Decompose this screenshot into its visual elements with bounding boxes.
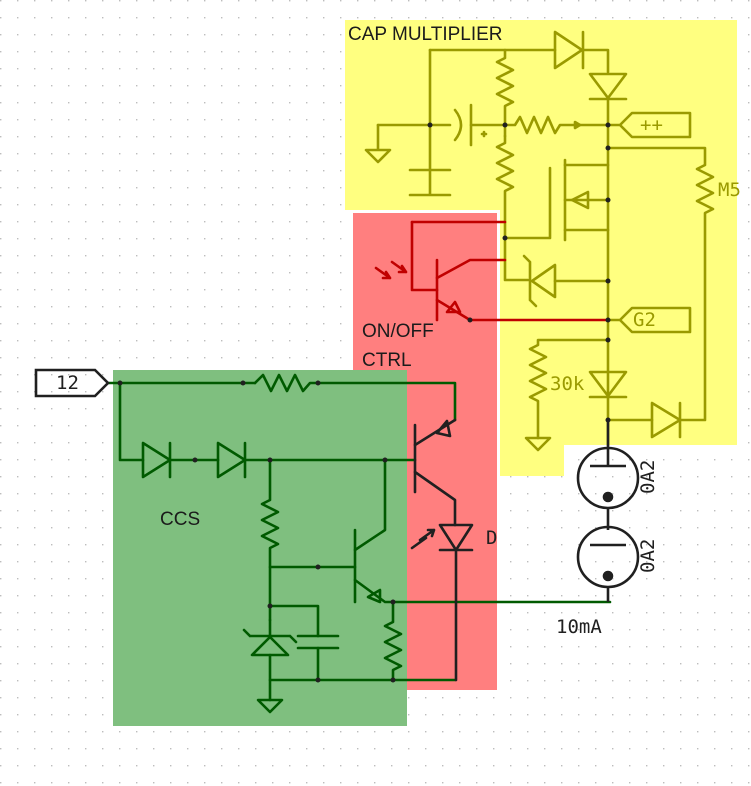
cap-multiplier-label: CAP MULTIPLIER xyxy=(348,24,503,45)
g2-port-label: G2 xyxy=(633,309,656,331)
plus-plus-port-label: ++ xyxy=(640,114,663,136)
cap-multiplier-region-lower xyxy=(500,205,737,445)
diode-d-label: D xyxy=(486,527,498,549)
voltage-regulator-tubes xyxy=(576,420,640,602)
tube2-label: 0A2 xyxy=(637,538,659,573)
tube1-label: 0A2 xyxy=(637,459,659,494)
input-port-label: 12 xyxy=(56,372,79,394)
cap-multiplier-region xyxy=(345,20,737,210)
ccs-region xyxy=(113,370,407,726)
ccs-label: CCS xyxy=(160,509,201,530)
junction-dots xyxy=(117,122,611,683)
m5-label: M5 xyxy=(718,179,741,201)
pass-transistor xyxy=(410,418,474,682)
on-off-ctrl-circuit xyxy=(374,220,610,322)
r30k-label: 30k xyxy=(550,373,585,395)
cap-multiplier-region-tab xyxy=(500,440,564,476)
input-port xyxy=(34,368,110,398)
cap-multiplier-circuit xyxy=(364,30,715,452)
on-off-label: ON/OFF xyxy=(362,321,434,342)
current-label: 10mA xyxy=(556,616,602,638)
ctrl-label: CTRL xyxy=(362,350,412,371)
